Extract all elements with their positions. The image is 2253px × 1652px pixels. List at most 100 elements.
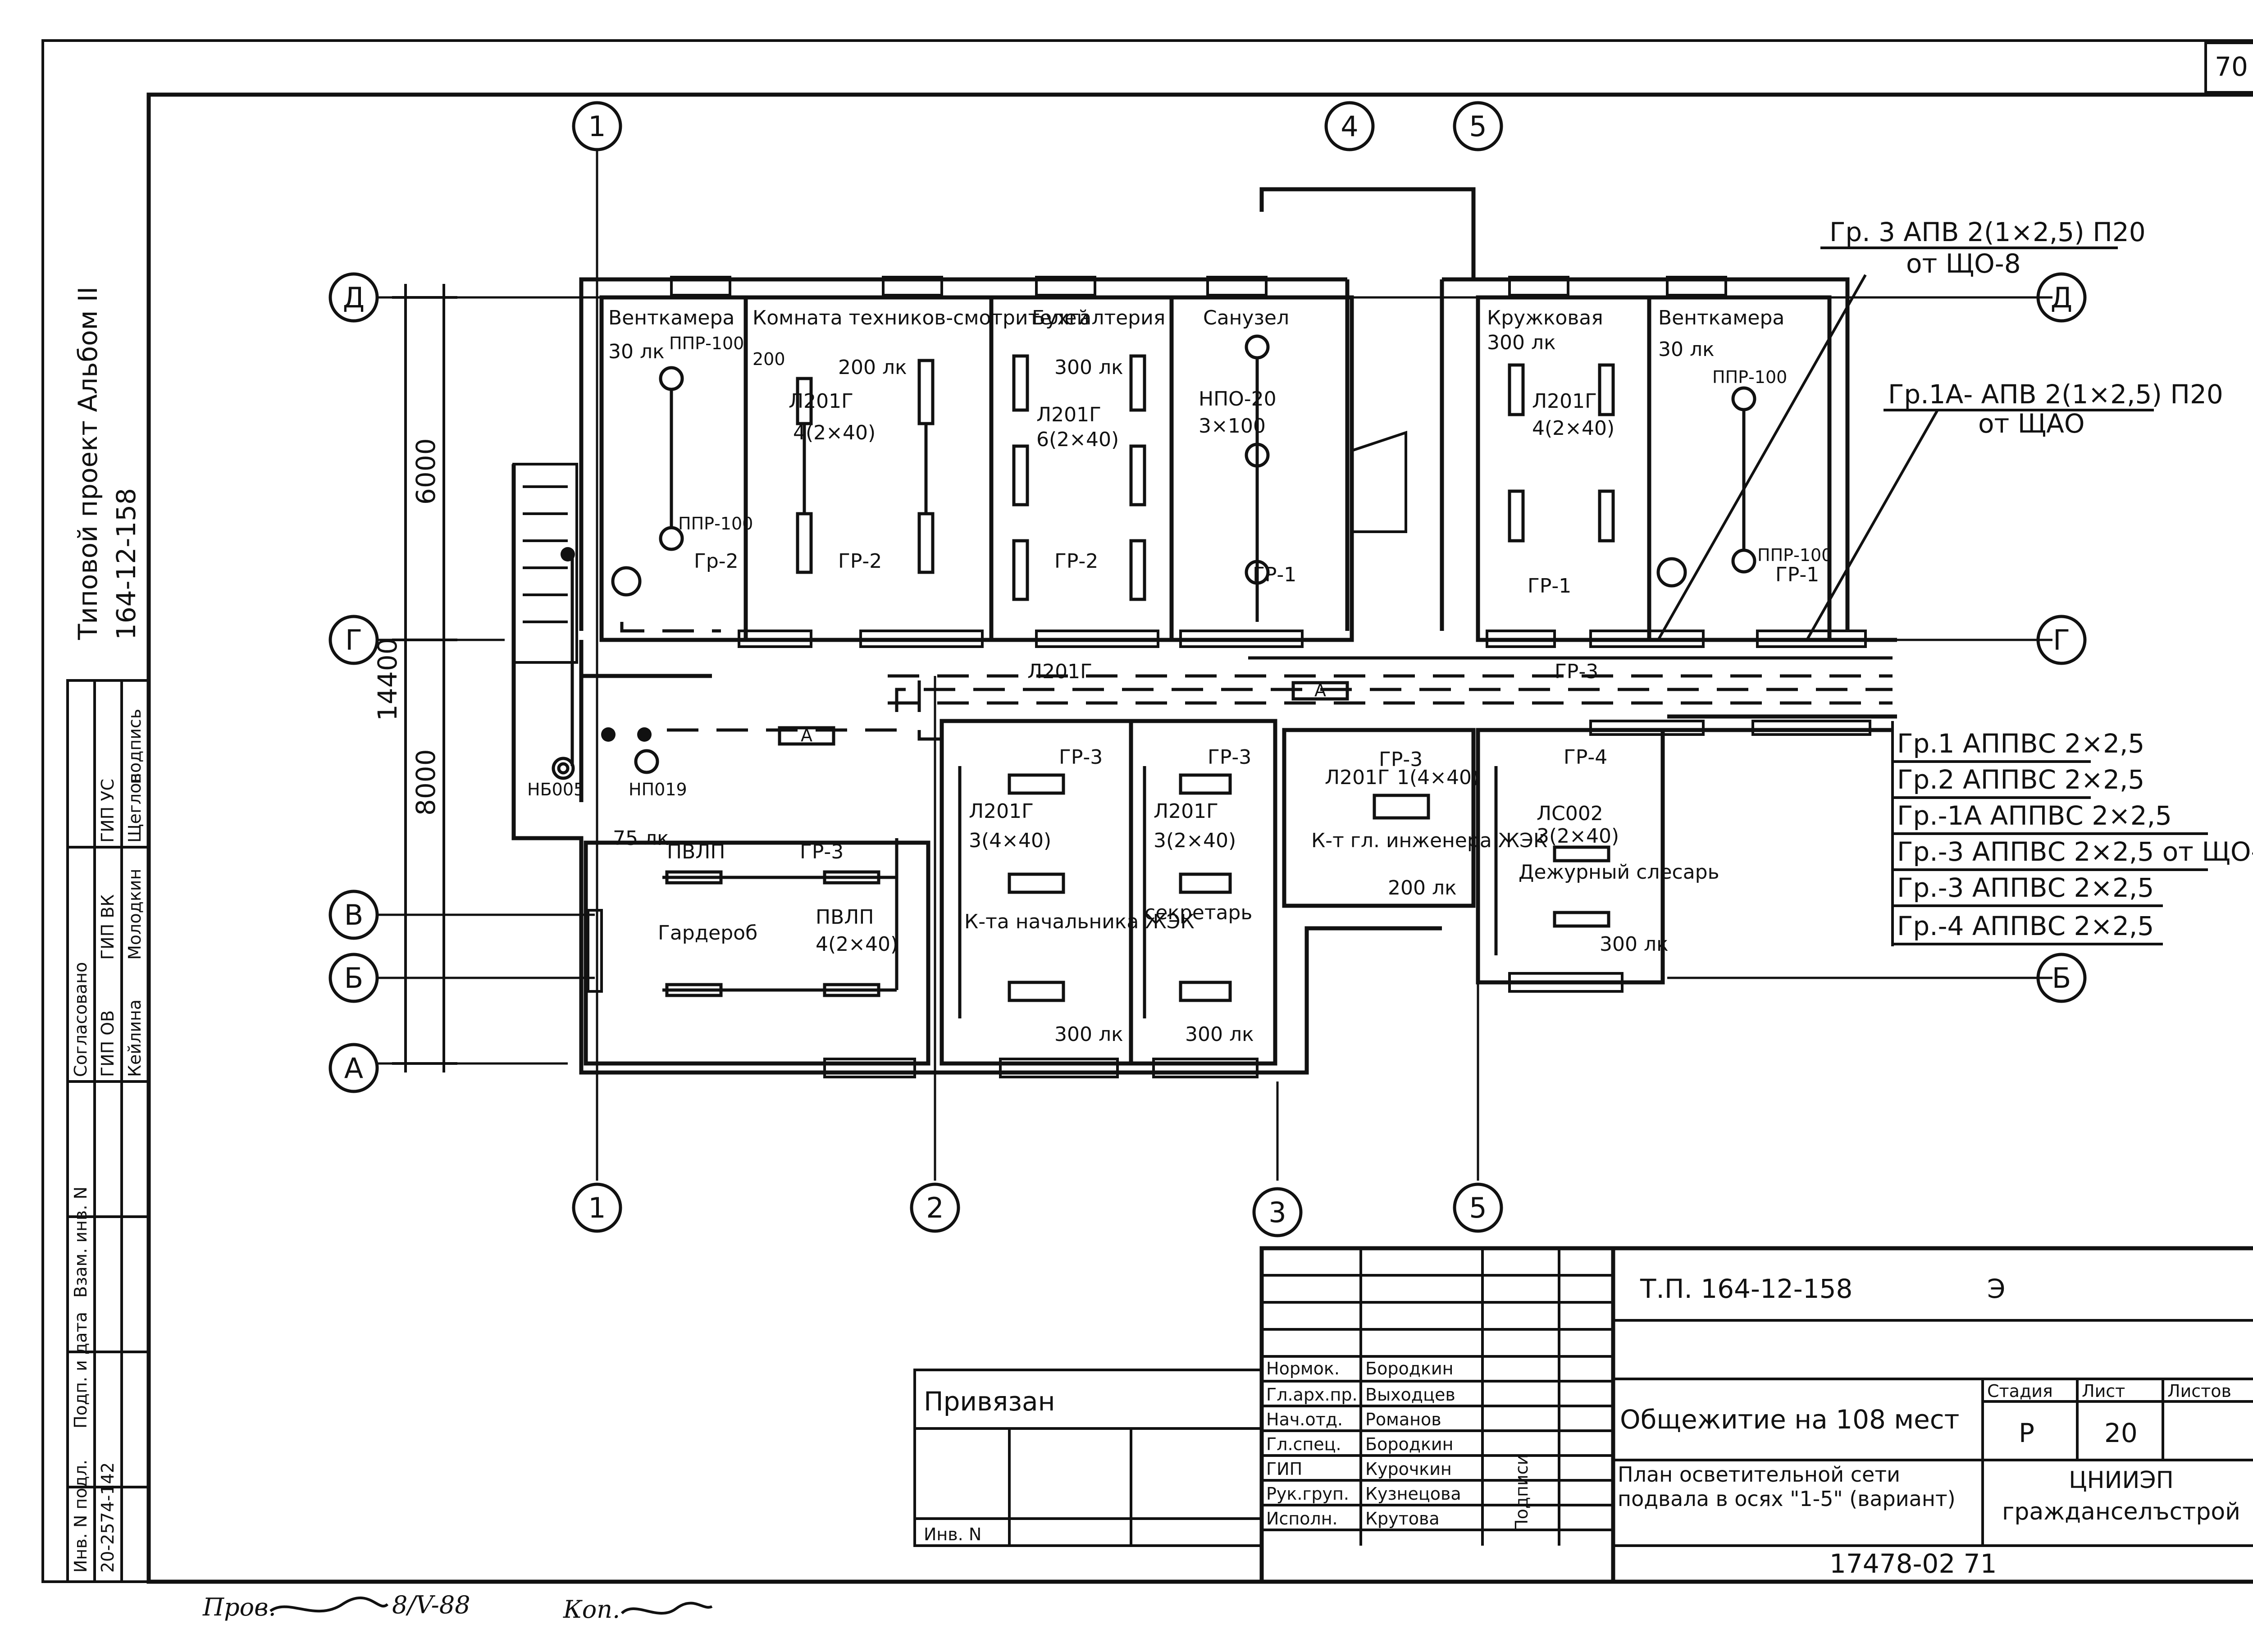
room-group: ГР-3 — [1379, 748, 1423, 771]
room-spec: 4(2×40) — [816, 933, 898, 956]
swap-inv-label: Взам. инв. N — [71, 1187, 91, 1298]
axis-bubble-b-left: Б — [328, 953, 379, 1003]
room-spec-lamp: ПВЛП — [816, 906, 874, 929]
lamp-icon — [1129, 354, 1146, 412]
copy-label: Коп. — [563, 1595, 620, 1624]
lamp-icon — [1508, 489, 1525, 543]
room-kruzhkovaya: Кружковая 300 лк Л201Г 4(2×40) ГР-1 — [1487, 306, 1615, 598]
sign-col: Подписи — [1512, 1454, 1532, 1532]
object-name: Общежитие на 108 мест — [1620, 1404, 1959, 1435]
corridor-lamp-label: Л201Г — [1027, 660, 1092, 683]
axis-bubble-v-left: В — [328, 890, 379, 940]
svg-text:Нормок.: Нормок. — [1266, 1359, 1340, 1378]
dim-upper: 6000 — [410, 438, 441, 505]
lamp-icon — [1179, 981, 1232, 1002]
approval-name-2: Молодкин — [125, 869, 145, 960]
axis-bubble-5-bottom: 5 — [1453, 1182, 1503, 1233]
lamp-icon — [1012, 354, 1029, 412]
room-group: ГР-2 — [1054, 550, 1098, 573]
svg-text:Гл.арх.пр.: Гл.арх.пр. — [1266, 1385, 1358, 1405]
approval-sign-col: подпись — [125, 709, 145, 784]
sign-date-label: Подп. и дата — [71, 1312, 91, 1428]
entrance-devices: НБ005 НП019 — [527, 547, 687, 799]
room-name: Санузел — [1203, 306, 1289, 329]
feed-1-line1: Гр. 3 АПВ 2(1×2,5) П20 — [1829, 217, 2146, 247]
room-spec: 1(4×40) — [1397, 766, 1479, 789]
svg-text:Бородкин: Бородкин — [1365, 1434, 1453, 1454]
room-group: ГР-1 — [1253, 563, 1296, 586]
lamp-icon — [1553, 911, 1610, 928]
stair-center — [1351, 430, 1407, 533]
footer-signatures: Пров. 8/V-88 Коп. — [202, 1591, 713, 1624]
axis-bubble-1-bottom: 1 — [572, 1182, 622, 1233]
checked-label: Пров. — [202, 1593, 276, 1621]
svg-text:Выходцев: Выходцев — [1365, 1385, 1455, 1405]
lamp-icon — [917, 512, 935, 574]
lamp-icon — [1008, 981, 1065, 1002]
svg-text:Б: Б — [344, 962, 364, 995]
room-group: ГР-2 — [838, 550, 882, 573]
svg-text:Исполн.: Исполн. — [1266, 1509, 1338, 1529]
room-lamp: Л201Г — [969, 800, 1034, 823]
axis-bubble-b-right: Б — [2036, 953, 2087, 1003]
lamp-icon — [1129, 444, 1146, 507]
svg-text:В: В — [344, 899, 364, 931]
corridor-group-label: ГР-3 — [1555, 660, 1598, 683]
np-label: НП019 — [629, 780, 687, 799]
room-sekretar: ГР-3 Л201Г 3(2×40) секретарь 300 лк — [1143, 746, 1254, 1046]
room-name: Дежурный слесарь — [1519, 861, 1719, 884]
room-lux: 75 лк — [613, 827, 669, 850]
room-sanuzel: Санузел НПО-20 3×100 ГР-1 — [1199, 306, 1296, 622]
room-group: ГР-1 — [1528, 575, 1571, 598]
axis-bubble-2-bottom: 2 — [910, 1182, 960, 1233]
room-lux: 200 лк — [1388, 876, 1457, 899]
svg-text:Д: Д — [343, 281, 365, 314]
approval-table: Согласовано ГИП ОВ Кейлина ГИП ВК Молодк… — [66, 679, 150, 1583]
room-lamp: ППР-100 — [669, 333, 744, 353]
axis-bubble-g-right: Г — [2036, 615, 2087, 665]
tied-label: Привязан — [924, 1386, 1055, 1417]
lamp-icon — [1373, 794, 1430, 820]
room-lux: 300 лк — [1054, 356, 1123, 379]
axis-bubble-4-top: 4 — [1324, 101, 1375, 151]
room-name: Гардероб — [658, 922, 757, 945]
svg-text:А: А — [1314, 680, 1326, 700]
dim-lower: 8000 — [410, 749, 441, 816]
room-lux: 30 лк — [608, 340, 665, 363]
feed-2-line2: от ЩАО — [1978, 408, 2084, 439]
sheet-value: 20 — [2104, 1418, 2138, 1448]
axis-bubble-3-bottom: 3 — [1252, 1187, 1303, 1237]
dim-total: 14400 — [372, 638, 403, 721]
stage-value: Р — [2019, 1418, 2034, 1448]
fan-icon — [611, 566, 642, 597]
room-level: 200 — [753, 349, 785, 369]
svg-text:4: 4 — [1341, 110, 1358, 143]
lamp-icon — [1598, 363, 1615, 416]
room-lux: 30 лк — [1658, 338, 1715, 361]
junction-box-a-left — [778, 726, 835, 746]
axis-bubble-d-right: Д — [2036, 272, 2087, 323]
room-nachalnik: ГР-3 Л201Г 3(4×40) К-та начальника ЖЭК 3… — [958, 746, 1195, 1046]
side-title-line1: Типовой проект Альбом II — [73, 287, 103, 640]
axis-bubble-d-left: Д — [328, 272, 379, 323]
lamp-icon — [1129, 539, 1146, 601]
room-group: ГР-3 — [1208, 746, 1251, 769]
corridor-wiring: А А Л201Г ГР-3 — [620, 622, 1893, 746]
legend-row-4: Гр.-3 АППВС 2×2,5 от ЩО-8 — [1897, 836, 2253, 867]
svg-text:5: 5 — [1469, 110, 1487, 143]
lamp-icon — [1731, 548, 1756, 574]
room-lux: 300 лк — [1600, 933, 1669, 956]
approval-role-1: ГИП ОВ — [98, 1010, 118, 1077]
room-group: Гр-2 — [694, 550, 739, 573]
building-walls — [511, 187, 1897, 1078]
legend-row-2: Гр.2 АППВС 2×2,5 — [1897, 764, 2144, 795]
approval-name-1: Кейлина — [125, 999, 145, 1077]
lamp-icon — [796, 512, 813, 574]
room-slesar: ГР-4 ЛС002 3(2×40) Дежурный слесарь 300 … — [1494, 746, 1719, 956]
room-group: ГР-1 — [1775, 563, 1819, 586]
lamp-icon — [659, 526, 684, 551]
lamp-icon — [1508, 363, 1525, 416]
svg-text:Нач.отд.: Нач.отд. — [1266, 1410, 1343, 1429]
archive-number: 17478-02 71 — [1829, 1548, 1997, 1579]
